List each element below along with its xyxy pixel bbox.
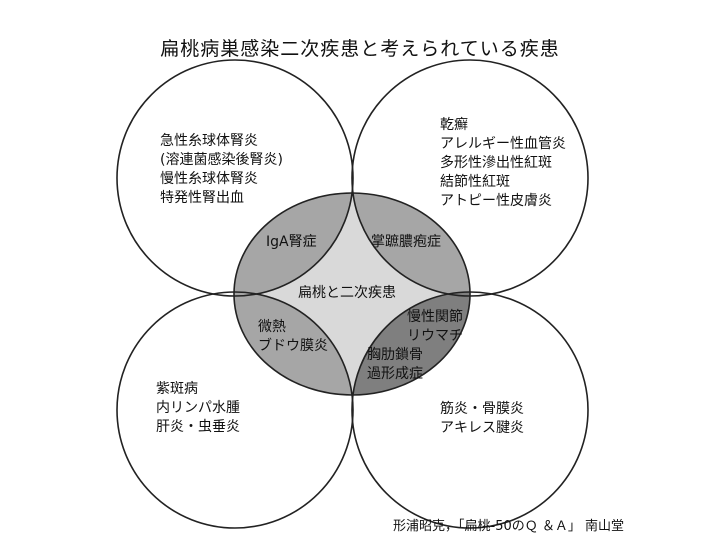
list-item: 乾癬	[440, 117, 468, 133]
list-item: 微熱	[258, 319, 286, 335]
list-item: IgA腎症	[266, 234, 317, 250]
list-item: 掌蹠膿疱症	[371, 234, 441, 250]
list-item: 過形成症	[367, 366, 423, 382]
overlap-top-right-label: 掌蹠膿疱症	[371, 233, 441, 252]
list-item: 多形性滲出性紅斑	[440, 155, 552, 171]
list-item: 急性糸球体腎炎	[160, 133, 258, 149]
page-title: 扁桃病巣感染二次疾患と考えられている疾患	[160, 38, 560, 60]
list-item: ブドウ膜炎	[258, 338, 328, 354]
list-item: 胸肋鎖骨	[367, 347, 423, 363]
circle-top-left	[116, 59, 354, 297]
list-item: リウマチ	[407, 328, 463, 344]
list-item: 特発性腎出血	[160, 190, 244, 206]
circle-bottom-left-label: 紫斑病 内リンパ水腫 肝炎・虫垂炎	[156, 380, 240, 437]
overlap-bottom-left-label: 微熱 ブドウ膜炎	[258, 318, 328, 356]
source-citation: 形浦昭克，「扁桃-50のＱ ＆Ａ」 南山堂	[393, 519, 624, 534]
circle-bottom-left	[116, 291, 354, 529]
center-label: 扁桃と二次疾患	[298, 285, 396, 301]
overlap-bottom-right	[352, 292, 470, 395]
list-item: (溶連菌感染後腎炎)	[160, 152, 283, 168]
overlap-top-right	[352, 193, 470, 296]
list-item: 慢性関節	[407, 309, 463, 325]
circle-top-right	[351, 59, 589, 297]
list-item: 紫斑病	[156, 381, 198, 397]
circle-bottom-right	[351, 291, 589, 529]
list-item: アレルギー性血管炎	[440, 136, 566, 152]
list-item: アトピー性皮膚炎	[440, 193, 552, 209]
circle-bottom-right-label: 筋炎・骨膜炎 アキレス腱炎	[440, 400, 524, 438]
list-item: 内リンパ水腫	[156, 400, 240, 416]
circle-top-right-label: 乾癬 アレルギー性血管炎 多形性滲出性紅斑 結節性紅斑 アトピー性皮膚炎	[440, 116, 566, 211]
circle-top-left-label: 急性糸球体腎炎 (溶連菌感染後腎炎) 慢性糸球体腎炎 特発性腎出血	[160, 132, 283, 208]
list-item: 筋炎・骨膜炎	[440, 401, 524, 417]
list-item: アキレス腱炎	[440, 420, 524, 436]
list-item: 結節性紅斑	[440, 174, 510, 190]
overlap-bottom-right-label: 慢性関節 リウマチ 胸肋鎖骨 過形成症	[367, 308, 463, 384]
list-item: 慢性糸球体腎炎	[160, 171, 258, 187]
overlap-top-left-label: IgA腎症	[266, 233, 317, 252]
list-item: 肝炎・虫垂炎	[156, 419, 240, 435]
